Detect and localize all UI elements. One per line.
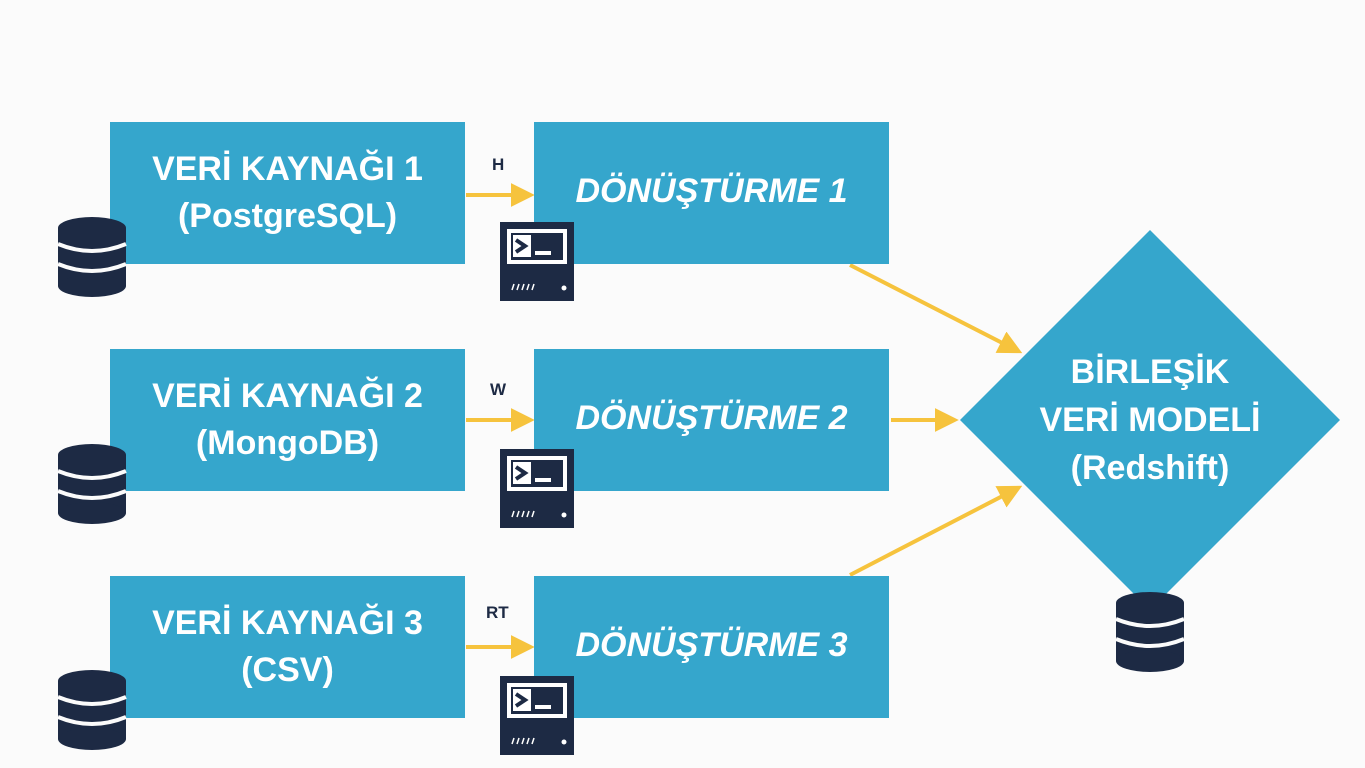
source-title: VERİ KAYNAĞI 3 bbox=[152, 604, 423, 642]
database-icon bbox=[56, 668, 128, 752]
target-line-1: BİRLEŞİK bbox=[1070, 353, 1230, 391]
source-box-2: VERİ KAYNAĞI 2 (MongoDB) bbox=[110, 349, 465, 491]
target-line-2: VERİ MODELİ bbox=[1039, 401, 1261, 439]
transform-title: DÖNÜŞTÜRME 2 bbox=[575, 398, 848, 437]
transform-title: DÖNÜŞTÜRME 3 bbox=[575, 625, 848, 664]
arrow-transform1-target bbox=[849, 263, 1023, 354]
database-icon bbox=[56, 215, 128, 299]
transform-box-1: DÖNÜŞTÜRME 1 bbox=[534, 122, 889, 264]
database-icon bbox=[56, 442, 128, 526]
link-label-3: RT bbox=[486, 603, 509, 622]
transform-box-3: DÖNÜŞTÜRME 3 bbox=[534, 576, 889, 718]
database-icon bbox=[1114, 590, 1186, 674]
target-diamond bbox=[960, 230, 1340, 610]
source-subtitle: (PostgreSQL) bbox=[177, 197, 398, 235]
source-title: VERİ KAYNAĞI 2 bbox=[152, 377, 423, 415]
transform-box-2: DÖNÜŞTÜRME 2 bbox=[534, 349, 889, 491]
terminal-icon bbox=[498, 220, 576, 303]
target-line-3: (Redshift) bbox=[1070, 449, 1230, 487]
terminal-icon bbox=[498, 447, 576, 530]
transform-title: DÖNÜŞTÜRME 1 bbox=[575, 171, 848, 210]
target-label: BİRLEŞİK VERİ MODELİ (Redshift) bbox=[990, 348, 1310, 492]
link-label-2: W bbox=[490, 380, 507, 399]
terminal-icon bbox=[498, 674, 576, 757]
source-title: VERİ KAYNAĞI 1 bbox=[152, 150, 423, 188]
source-box-3: VERİ KAYNAĞI 3 (CSV) bbox=[110, 576, 465, 718]
link-label-1: H bbox=[492, 155, 505, 174]
source-subtitle: (MongoDB) bbox=[195, 424, 380, 462]
arrow-transform3-target bbox=[849, 485, 1023, 577]
source-box-1: VERİ KAYNAĞI 1 (PostgreSQL) bbox=[110, 122, 465, 264]
source-subtitle: (CSV) bbox=[241, 651, 334, 689]
